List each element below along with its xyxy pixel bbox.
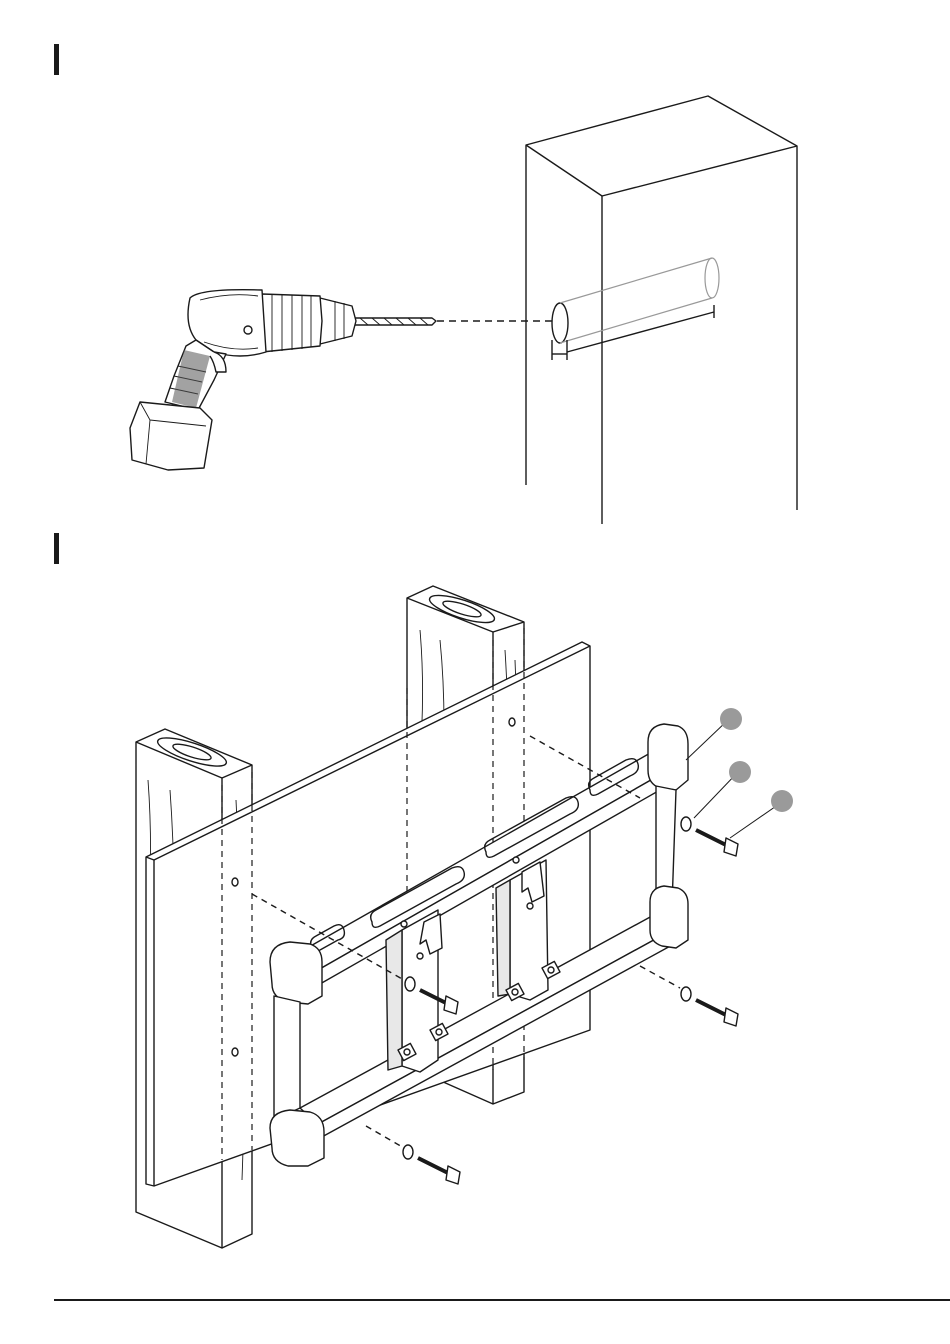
mount-illustration [0, 575, 950, 1275]
drill-figure [0, 80, 950, 530]
lag-bolt-icon [696, 1000, 738, 1026]
washer-icon [681, 987, 691, 1001]
lag-bolt-icon [696, 830, 738, 856]
step-1-marker [54, 44, 59, 75]
washer-icon [405, 977, 415, 991]
pilot-hole-icon [552, 258, 719, 360]
washer-icon [681, 817, 691, 831]
drill-illustration [0, 80, 950, 530]
lag-bolt-icon [418, 1158, 460, 1184]
callout-2 [729, 761, 751, 783]
drill-icon [130, 290, 436, 470]
washer-icon [403, 1145, 413, 1159]
mount-figure [0, 575, 950, 1275]
footer-rule [54, 1299, 950, 1301]
callout-1 [720, 708, 742, 730]
step-2-marker [54, 533, 59, 564]
callout-3 [771, 790, 793, 812]
